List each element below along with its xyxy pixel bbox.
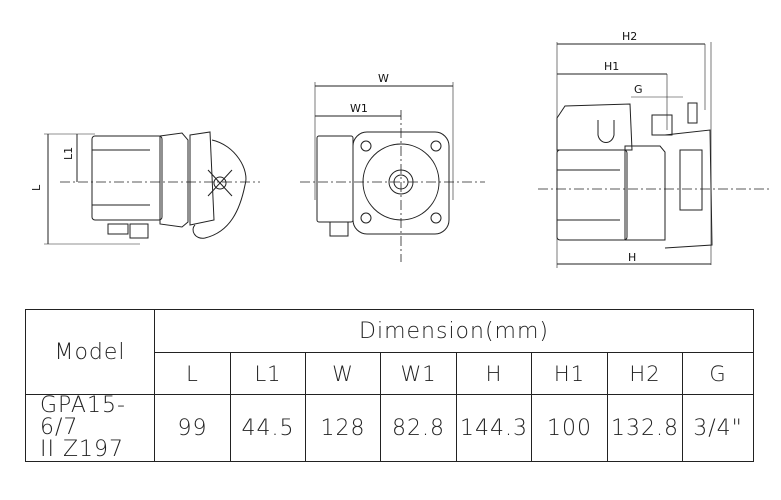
value-g: 3/4": [682, 394, 754, 462]
model-line1: GPA15-6/7: [40, 393, 126, 440]
col-header-w: W: [305, 352, 381, 395]
col-header-h: H: [456, 352, 532, 395]
label-h2: H2: [622, 30, 637, 43]
col-header-l: L: [154, 352, 231, 395]
value-h: 144.3: [456, 394, 532, 462]
top-view: H2 H1 G H: [538, 30, 770, 268]
label-w: W: [378, 72, 389, 85]
dimension-table: Model Dimension(mm) L L1 W W1 H H1 H2 G …: [25, 309, 754, 462]
value-w: 128: [305, 394, 381, 462]
value-h1: 100: [531, 394, 608, 462]
label-g: G: [634, 83, 643, 96]
label-w1: W1: [350, 102, 368, 115]
value-h2: 132.8: [607, 394, 683, 462]
model-header: Model: [25, 309, 155, 395]
col-header-h1: H1: [531, 352, 608, 395]
label-h: H: [628, 251, 636, 264]
col-header-h2: H2: [607, 352, 683, 395]
col-header-g: G: [682, 352, 754, 395]
label-l1: L1: [62, 147, 75, 160]
model-line2: II Z197: [40, 437, 125, 462]
label-h1: H1: [604, 60, 619, 73]
pump-dimension-drawing: L1 L W W1 H2 H1 G H: [30, 30, 770, 268]
col-header-l1: L1: [230, 352, 306, 395]
value-l: 99: [154, 394, 231, 462]
col-header-w1: W1: [380, 352, 457, 395]
dimension-header: Dimension(mm): [154, 309, 754, 353]
value-l1: 44.5: [230, 394, 306, 462]
label-l: L: [30, 184, 43, 191]
front-view: W W1: [300, 72, 485, 262]
side-view: L1 L: [30, 131, 260, 245]
value-w1: 82.8: [380, 394, 457, 462]
